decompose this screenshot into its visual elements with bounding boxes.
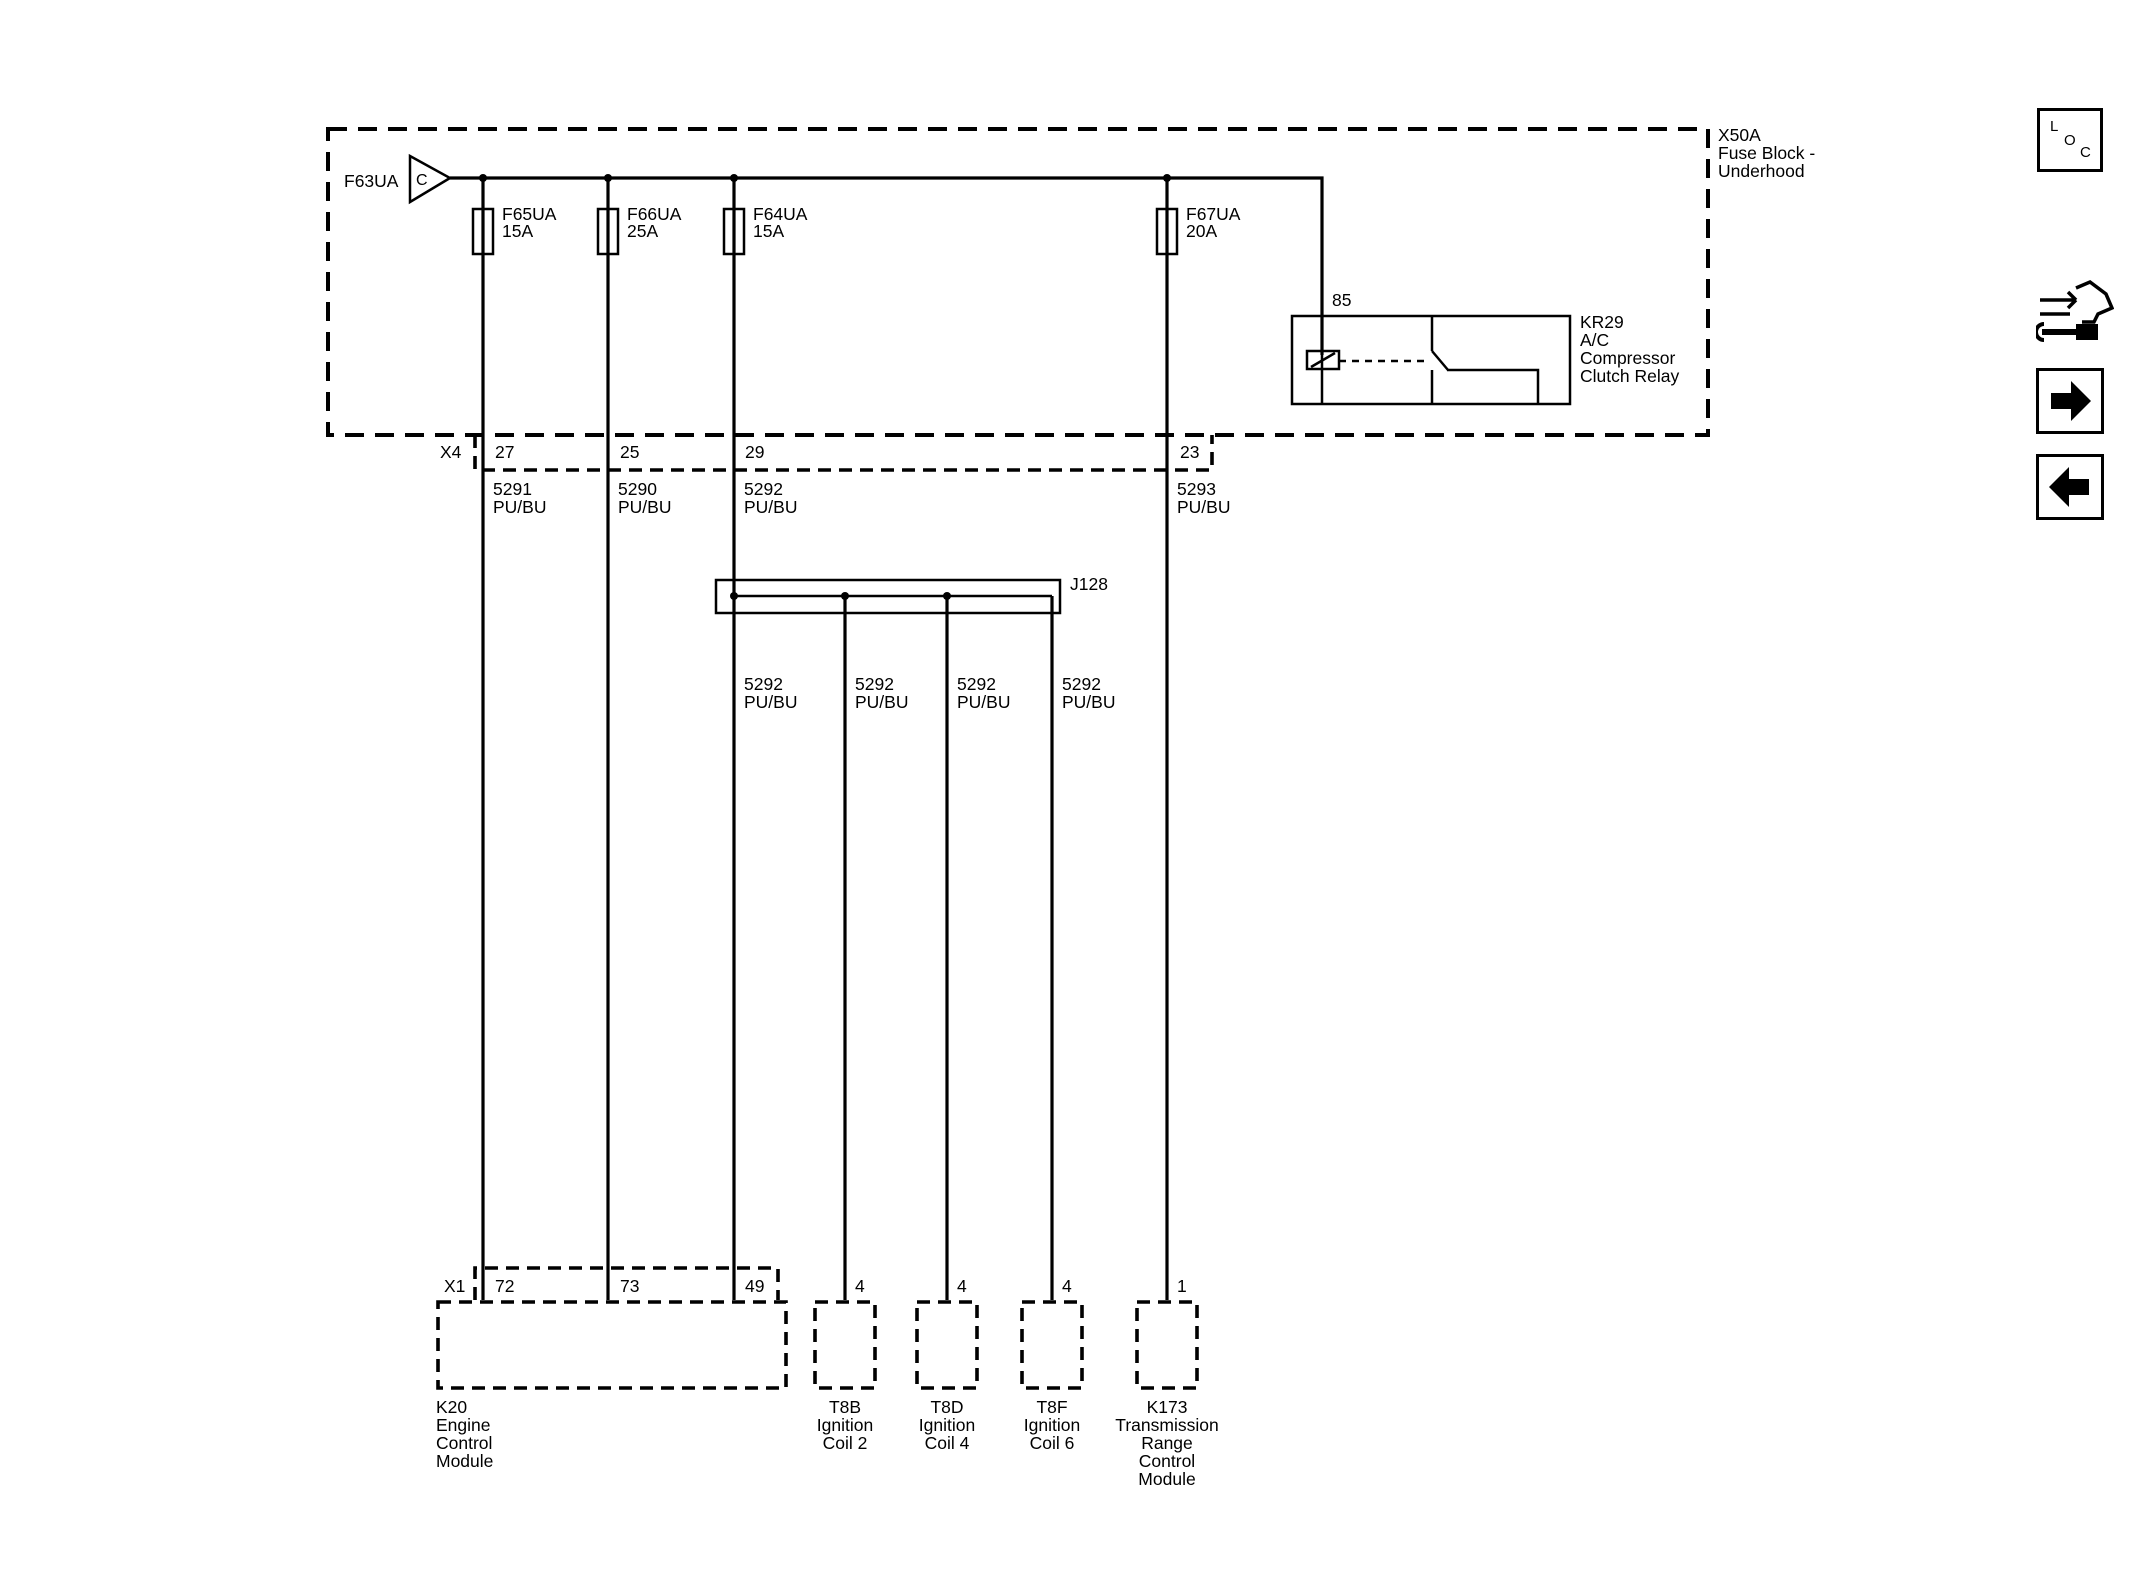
circuit-number: 5292 xyxy=(855,674,894,694)
circuit-color: PU/BU xyxy=(957,692,1010,712)
circuit-number: 5292 xyxy=(744,479,783,499)
tcm-name-1: Transmission xyxy=(1115,1415,1218,1435)
x4-connector-boundary xyxy=(473,435,1214,472)
coil-name-2: Coil 2 xyxy=(823,1433,868,1453)
x1-connector-id: X1 xyxy=(444,1276,465,1296)
fuse-rating: 15A xyxy=(753,221,784,241)
x4-connector-id: X4 xyxy=(440,442,462,462)
fuse-id: F67UA xyxy=(1186,204,1241,224)
tcm-id: K173 xyxy=(1147,1397,1188,1417)
coil-t8d-boundary xyxy=(915,1300,979,1390)
fuse-rating: 20A xyxy=(1186,221,1217,241)
circuit-number: 5293 xyxy=(1177,479,1216,499)
svg-text:L: L xyxy=(2050,118,2058,135)
coil-t8b-boundary xyxy=(813,1300,877,1390)
fuse-block-id: X50A xyxy=(1718,125,1761,145)
coil-name-1: Ignition xyxy=(919,1415,975,1435)
ecm-module-boundary xyxy=(436,1300,788,1390)
coil-name-2: Coil 6 xyxy=(1030,1433,1075,1453)
coil-id: T8D xyxy=(930,1397,963,1417)
fuse-f67ua: F67UA 20A xyxy=(1155,204,1241,256)
connector-wrench-icon xyxy=(2034,279,2115,342)
circuit-number: 5291 xyxy=(493,479,532,499)
x4-pin: 25 xyxy=(620,442,639,462)
fuse-id: F66UA xyxy=(627,204,682,224)
loc-icon: L O C xyxy=(2050,118,2091,161)
circuit-number: 5292 xyxy=(744,674,783,694)
circuit-color: PU/BU xyxy=(493,497,546,517)
feed-connector-letter: C xyxy=(416,172,428,189)
coil-pin: 4 xyxy=(855,1276,865,1296)
ecm-name-3: Module xyxy=(436,1451,493,1471)
splice-id: J128 xyxy=(1070,574,1108,594)
circuit-color: PU/BU xyxy=(744,692,797,712)
relay-name-1: A/C xyxy=(1580,330,1609,350)
relay-kr29: 85 KR29 A/C Compressor Clutch Relay xyxy=(1290,290,1679,406)
fuse-block-name-2: Underhood xyxy=(1718,161,1805,181)
coil-pin: 4 xyxy=(957,1276,967,1296)
arrow-left-icon xyxy=(2049,467,2089,507)
svg-text:C: C xyxy=(2080,144,2091,161)
circuit-number: 5290 xyxy=(618,479,657,499)
fuse-block-boundary xyxy=(326,127,1710,437)
relay-id: KR29 xyxy=(1580,312,1624,332)
fuse-f66ua: F66UA 25A xyxy=(596,204,682,256)
fuse-f65ua: F65UA 15A xyxy=(471,204,557,256)
coil-t8f-boundary xyxy=(1020,1300,1084,1390)
arrow-right-icon xyxy=(2051,381,2091,421)
x4-pin: 29 xyxy=(745,442,764,462)
feed-id: F63UA xyxy=(344,171,399,191)
coil-pin: 4 xyxy=(1062,1276,1072,1296)
loc-button[interactable]: L O C xyxy=(2037,108,2103,172)
x1-pin: 73 xyxy=(620,1276,639,1296)
fuse-f64ua: F64UA 15A xyxy=(722,204,808,256)
circuit-number: 5292 xyxy=(1062,674,1101,694)
coil-name-1: Ignition xyxy=(1024,1415,1080,1435)
feed-connector-symbol xyxy=(408,153,453,205)
coil-name-2: Coil 4 xyxy=(925,1433,970,1453)
relay-name-3: Clutch Relay xyxy=(1580,366,1679,386)
fuse-id: F64UA xyxy=(753,204,808,224)
tcm-name-4: Module xyxy=(1138,1469,1195,1489)
splice-j128: J128 xyxy=(714,574,1108,615)
tcm-name-2: Range xyxy=(1141,1433,1193,1453)
fuse-rating: 15A xyxy=(502,221,533,241)
coil-id: T8F xyxy=(1036,1397,1067,1417)
ecm-name-2: Control xyxy=(436,1433,492,1453)
fuse-block-name-1: Fuse Block - xyxy=(1718,143,1815,163)
x1-pin: 49 xyxy=(745,1276,764,1296)
circuit-color: PU/BU xyxy=(1062,692,1115,712)
bus-bar xyxy=(450,176,1324,355)
tcm-pin: 1 xyxy=(1177,1276,1187,1296)
x4-pin: 27 xyxy=(495,442,514,462)
circuit-color: PU/BU xyxy=(744,497,797,517)
coil-name-1: Ignition xyxy=(817,1415,873,1435)
relay-name-2: Compressor xyxy=(1580,348,1675,368)
ecm-name-1: Engine xyxy=(436,1415,491,1435)
coil-id: T8B xyxy=(829,1397,861,1417)
next-page-button[interactable] xyxy=(2036,368,2104,434)
x1-pin: 72 xyxy=(495,1276,514,1296)
connector-tools-button[interactable] xyxy=(2034,278,2115,346)
tcm-module-boundary xyxy=(1135,1300,1199,1390)
circuit-color: PU/BU xyxy=(618,497,671,517)
fuse-id: F65UA xyxy=(502,204,557,224)
ecm-id: K20 xyxy=(436,1397,467,1417)
previous-page-button[interactable] xyxy=(2036,454,2104,520)
relay-pin: 85 xyxy=(1332,290,1351,310)
circuit-color: PU/BU xyxy=(1177,497,1230,517)
fuse-rating: 25A xyxy=(627,221,658,241)
circuit-number: 5292 xyxy=(957,674,996,694)
tcm-name-3: Control xyxy=(1139,1451,1195,1471)
svg-text:O: O xyxy=(2064,132,2076,149)
circuit-color: PU/BU xyxy=(855,692,908,712)
x4-pin: 23 xyxy=(1180,442,1199,462)
